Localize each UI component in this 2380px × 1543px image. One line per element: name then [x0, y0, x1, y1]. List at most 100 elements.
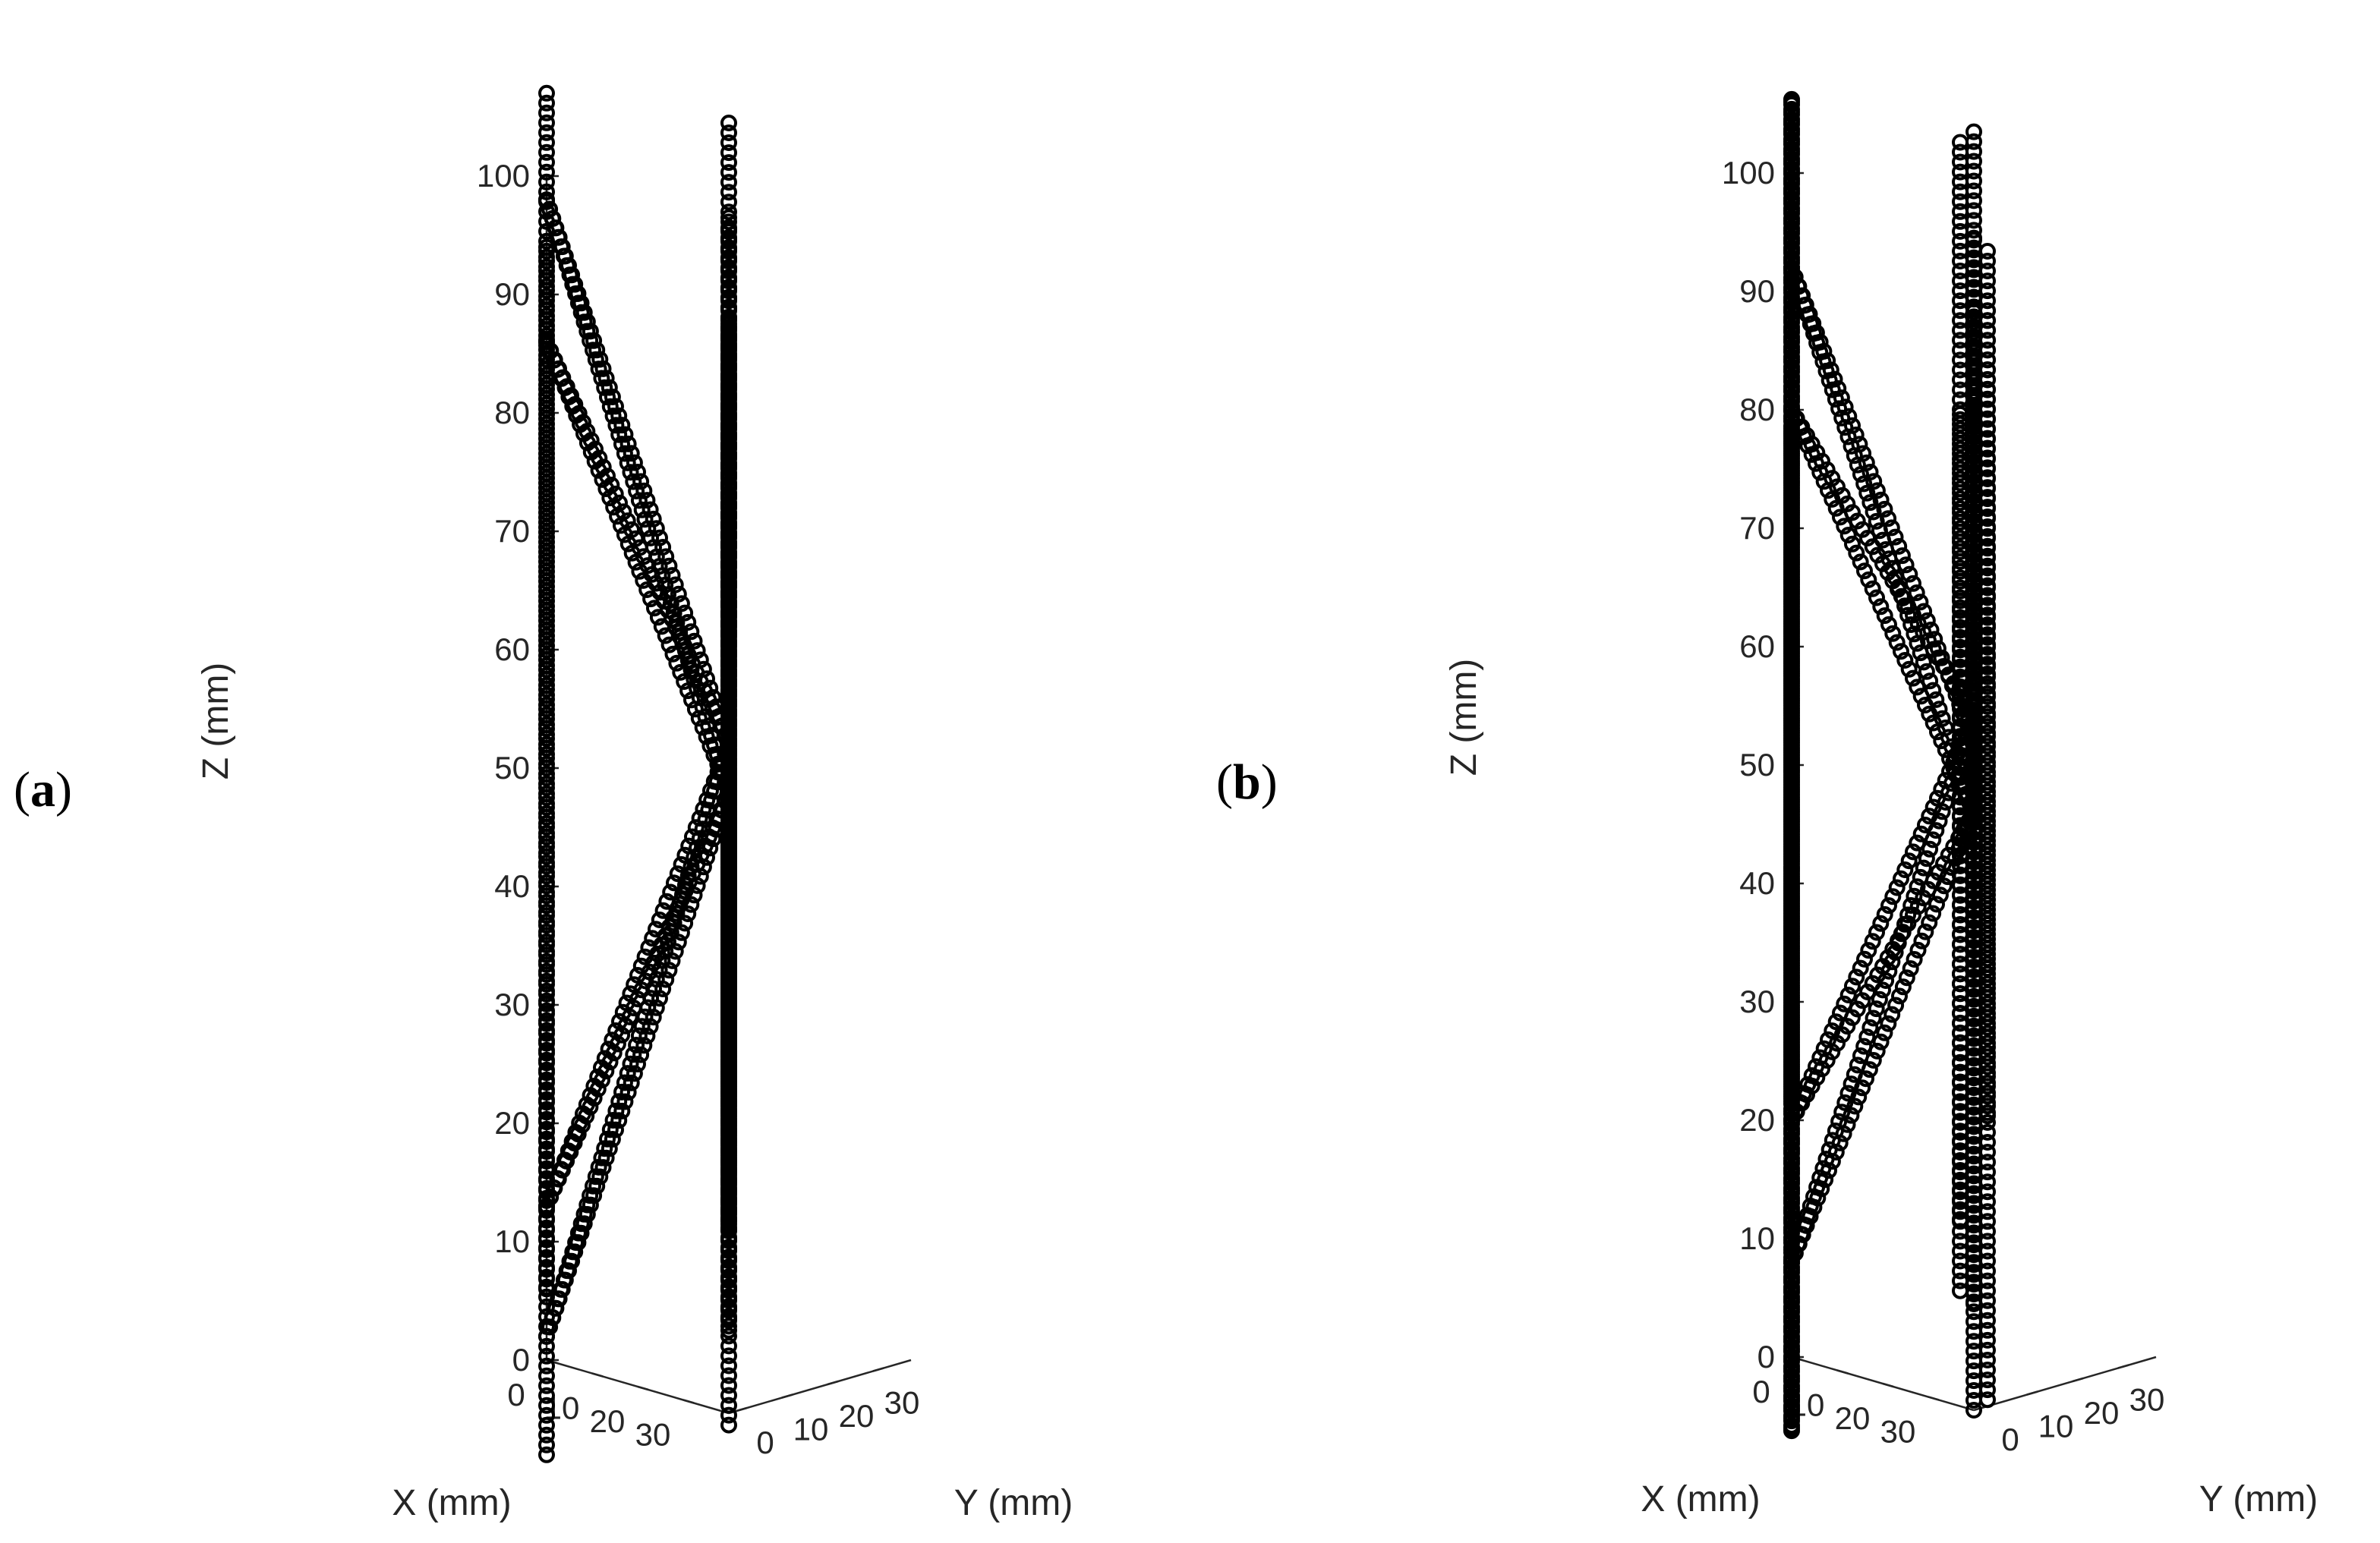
data-point	[1953, 747, 1970, 764]
data-point	[1915, 653, 1932, 671]
data-point	[1952, 1104, 1969, 1121]
data-point	[1952, 134, 1969, 151]
data-point	[538, 1271, 555, 1288]
data-point	[1908, 584, 1925, 601]
data-point	[1979, 636, 1996, 653]
data-point	[720, 1014, 737, 1031]
strut-14	[538, 191, 737, 753]
data-point	[1918, 663, 1935, 680]
data-point	[1783, 1288, 1800, 1305]
data-point	[538, 1044, 555, 1062]
data-point	[1952, 143, 1969, 161]
data-point	[1865, 473, 1883, 490]
data-point	[666, 874, 682, 892]
data-point	[1802, 1198, 1819, 1214]
data-point	[1783, 1417, 1800, 1434]
data-point	[538, 1426, 555, 1444]
data-point	[538, 395, 555, 413]
data-point	[1952, 490, 1969, 508]
data-point	[1783, 979, 1800, 997]
data-point	[538, 1436, 555, 1453]
data-point	[669, 865, 686, 883]
data-point	[1805, 1188, 1822, 1205]
data-point	[1839, 428, 1857, 446]
data-point	[1965, 1333, 1982, 1350]
data-point	[1931, 701, 1948, 718]
data-point	[1820, 372, 1838, 389]
data-point	[1962, 719, 1979, 735]
data-point	[653, 618, 670, 635]
data-point	[1783, 830, 1800, 848]
data-point	[720, 213, 737, 231]
data-point	[1783, 801, 1800, 818]
data-point	[1979, 950, 1996, 968]
data-point	[1893, 870, 1909, 887]
data-point	[720, 1201, 737, 1219]
data-point	[1979, 449, 1996, 467]
data-point	[538, 592, 555, 609]
data-point	[720, 678, 737, 695]
data-point	[1803, 1077, 1820, 1094]
data-point	[1868, 482, 1886, 499]
data-point	[720, 934, 737, 952]
data-point	[1952, 322, 1969, 339]
data-point	[623, 445, 640, 462]
z-tick-label: 0	[512, 1342, 530, 1378]
data-point	[657, 548, 675, 565]
data-point	[1952, 609, 1969, 626]
data-point	[705, 773, 723, 790]
data-point	[1979, 577, 1996, 594]
data-point	[1979, 567, 1996, 584]
data-point	[1952, 420, 1969, 438]
data-point	[1952, 411, 1969, 428]
data-point	[1952, 1213, 1969, 1230]
data-point	[1965, 1402, 1982, 1419]
data-point	[1952, 1154, 1969, 1171]
data-point	[1979, 518, 1996, 535]
data-point	[1783, 643, 1800, 660]
data-point	[657, 627, 674, 644]
data-point	[720, 1103, 737, 1120]
data-point	[673, 924, 690, 941]
data-point	[720, 1221, 737, 1239]
data-point	[1979, 694, 1996, 712]
data-point	[698, 670, 715, 688]
x-tick-mark	[1836, 1369, 1849, 1375]
data-point	[586, 452, 604, 470]
data-point	[541, 1318, 559, 1336]
data-point	[641, 501, 659, 518]
data-point	[636, 948, 654, 965]
data-point	[1868, 924, 1885, 941]
data-point	[1783, 180, 1800, 197]
data-point	[1865, 503, 1882, 521]
data-point	[1952, 1034, 1969, 1052]
data-point	[1783, 1199, 1800, 1217]
data-point	[684, 828, 701, 846]
data-point	[566, 1243, 584, 1261]
data-point	[720, 648, 737, 666]
data-point	[1952, 222, 1969, 240]
data-point	[720, 1271, 737, 1288]
data-point	[1952, 173, 1969, 191]
data-point	[1783, 623, 1800, 640]
data-point	[538, 143, 555, 161]
data-point	[720, 391, 737, 408]
data-point	[538, 720, 555, 738]
data-point	[538, 474, 555, 492]
data-point	[1783, 940, 1800, 957]
data-point	[1789, 278, 1807, 295]
data-point	[662, 883, 679, 901]
data-point	[1783, 514, 1800, 531]
data-point	[1952, 391, 1969, 408]
data-point	[641, 1018, 659, 1035]
data-point	[1783, 890, 1800, 907]
data-point	[1783, 959, 1800, 977]
data-point	[1827, 391, 1844, 408]
data-point	[610, 426, 628, 443]
data-point	[1952, 1282, 1969, 1299]
x-tick-label: 30	[1880, 1414, 1916, 1450]
data-point	[629, 1056, 646, 1072]
data-point	[607, 1022, 625, 1039]
data-point	[1979, 1058, 1996, 1075]
data-point	[673, 856, 690, 873]
